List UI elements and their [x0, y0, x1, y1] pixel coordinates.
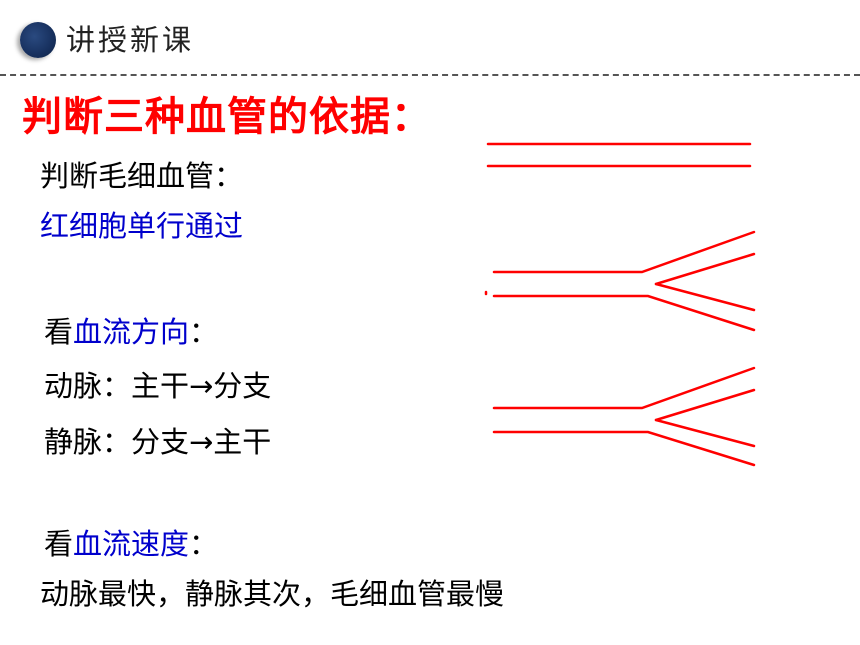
header-bullet-icon: [20, 22, 56, 58]
artery-branching-diagram: [484, 230, 756, 332]
speed-suffix: ：: [189, 527, 219, 561]
header-divider: [0, 74, 860, 76]
artery-direction: 动脉：主干→分支: [44, 369, 272, 403]
speed-keyword: 血流速度: [73, 527, 190, 561]
direction-suffix: ：: [189, 315, 219, 349]
direction-keyword: 血流方向: [73, 315, 190, 349]
vessel-diagram: [484, 142, 756, 467]
vein-merging-diagram: [492, 366, 756, 467]
capillary-heading: 判断毛细血管：: [40, 159, 244, 193]
speed-prefix: 看: [44, 527, 74, 561]
vein-direction: 静脉：分支→主干: [44, 425, 272, 459]
main-title: 判断三种血管的依据：: [22, 94, 432, 140]
speed-heading: 看血流速度：: [44, 524, 218, 564]
header-title: 讲授新课: [66, 23, 195, 57]
speed-summary: 动脉最快，静脉其次，毛细血管最慢: [40, 577, 505, 611]
capillary-vessel-diagram: [486, 142, 752, 168]
direction-prefix: 看: [44, 315, 74, 349]
direction-heading: 看血流方向：: [44, 312, 218, 352]
capillary-detail: 红细胞单行通过: [40, 209, 244, 243]
